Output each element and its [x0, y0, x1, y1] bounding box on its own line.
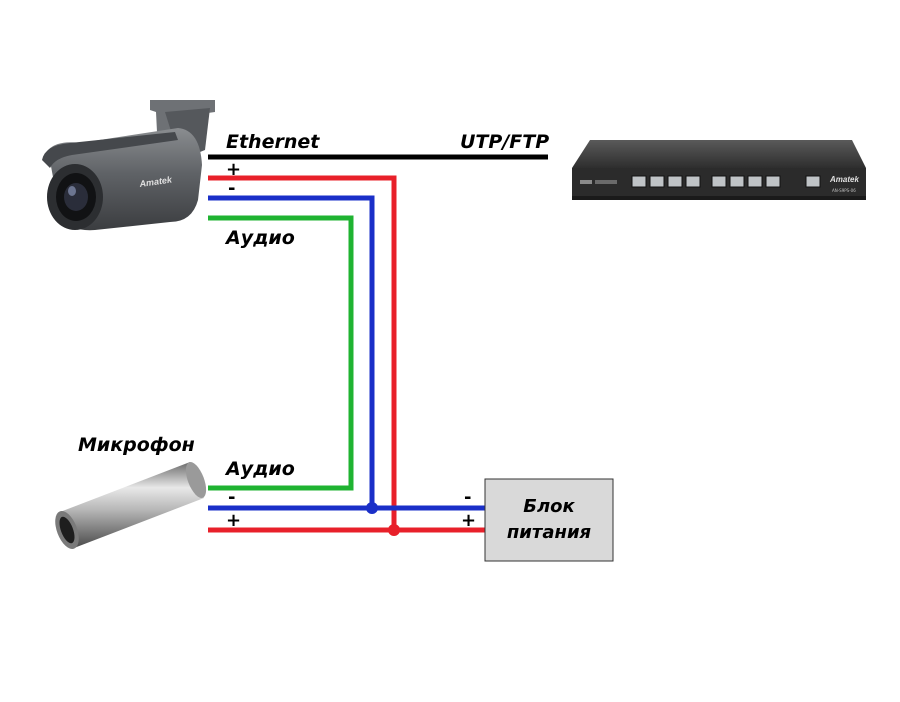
audio-label-top: Аудио	[224, 227, 295, 249]
minus-sign-psu: -	[464, 487, 471, 508]
minus-sign-top: -	[228, 178, 235, 199]
plus-junction-dot	[388, 524, 400, 536]
ethernet-label: Ethernet	[226, 131, 320, 153]
audio-wire	[208, 215, 354, 491]
switch-brand: Amatek	[829, 175, 859, 184]
psu-line-2: питания	[507, 522, 592, 543]
audio-label-bottom: Аудио	[224, 458, 295, 480]
utp-ftp-label: UTP/FTP	[460, 131, 549, 153]
camera-brand: Amatek	[138, 174, 174, 189]
network-switch-icon: Amatek AN-S9PS-06	[572, 140, 866, 200]
power-supply-box	[484, 478, 614, 562]
microphone-label: Микрофон	[78, 434, 195, 456]
psu-line-1: Блок	[523, 496, 575, 517]
power-plus-wire	[208, 175, 397, 530]
plus-sign-top: +	[226, 159, 241, 180]
camera-icon: Amatek	[42, 100, 215, 231]
power-minus-wire	[208, 195, 375, 508]
minus-sign-mic: -	[228, 487, 235, 508]
microphone-icon	[55, 462, 207, 550]
plus-sign-psu: +	[461, 510, 476, 531]
plus-sign-mic: +	[226, 510, 241, 531]
switch-model: AN-S9PS-06	[832, 188, 856, 193]
wires	[208, 154, 548, 533]
minus-junction-dot	[366, 502, 378, 514]
